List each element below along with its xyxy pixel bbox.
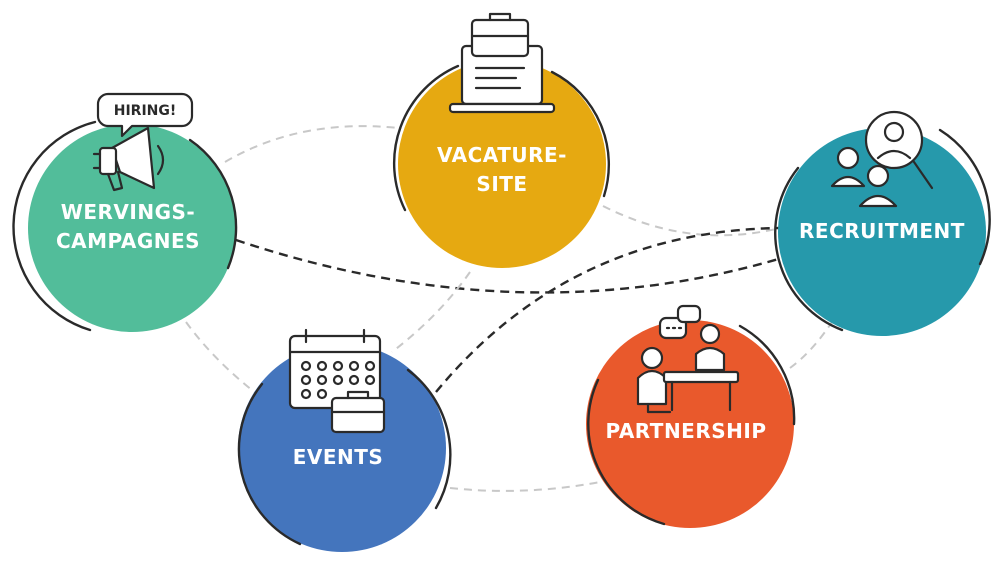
node-partnership-label: PARTNERSHIP — [606, 419, 767, 443]
node-events-label: EVENTS — [293, 445, 384, 469]
hiring-badge: HIRING! — [96, 92, 194, 138]
node-partnership-ring — [587, 378, 666, 526]
node-wervings-ring — [12, 120, 97, 332]
connection-wervings-events — [185, 321, 263, 399]
node-events-ring-2 — [406, 368, 452, 510]
node-wervings-campagnes[interactable]: HIRING! WERVINGS- CAMPAGNES — [12, 92, 238, 332]
connection-vacature-recruitment — [602, 205, 781, 237]
node-wervings-circle — [28, 124, 236, 332]
connection-events-partnership — [449, 481, 601, 492]
connection-wervings-recruitment — [235, 238, 783, 294]
node-vacature-site[interactable]: VACATURE- SITE — [392, 12, 611, 268]
connections — [185, 125, 833, 492]
connection-vacature-events — [391, 271, 471, 353]
node-recruitment-label: RECRUITMENT — [799, 219, 965, 243]
node-wervings-ring-2 — [188, 138, 238, 270]
node-vacature-label-line-2: SITE — [476, 172, 527, 196]
node-partnership-circle — [586, 320, 794, 528]
node-events[interactable]: EVENTS — [237, 328, 452, 552]
hiring-badge-text: HIRING! — [114, 103, 177, 119]
connection-partnership-recruitment — [789, 321, 833, 369]
node-recruitment-ring-2 — [938, 128, 991, 266]
calendar-briefcase-icon — [288, 328, 386, 434]
megaphone-icon — [92, 126, 165, 192]
node-recruitment[interactable]: RECRUITMENT — [774, 110, 991, 336]
node-vacature-ring — [392, 64, 460, 212]
node-events-ring — [237, 382, 302, 546]
laptop-briefcase-icon — [448, 12, 556, 114]
connection-wervings-vacature — [224, 125, 399, 163]
node-wervings-label-line-1: WERVINGS- — [61, 200, 195, 224]
candidate-search-icon — [830, 110, 934, 208]
meeting-icon — [636, 304, 740, 414]
node-vacature-ring-2 — [550, 70, 611, 198]
node-partnership[interactable]: PARTNERSHIP — [586, 304, 796, 528]
node-partnership-ring-2 — [738, 324, 796, 426]
node-wervings-label-line-2: CAMPAGNES — [56, 229, 200, 253]
node-vacature-label-line-1: VACATURE- — [437, 143, 567, 167]
connection-events-recruitment — [435, 226, 783, 393]
node-recruitment-ring — [774, 166, 844, 332]
node-recruitment-circle — [778, 128, 986, 336]
